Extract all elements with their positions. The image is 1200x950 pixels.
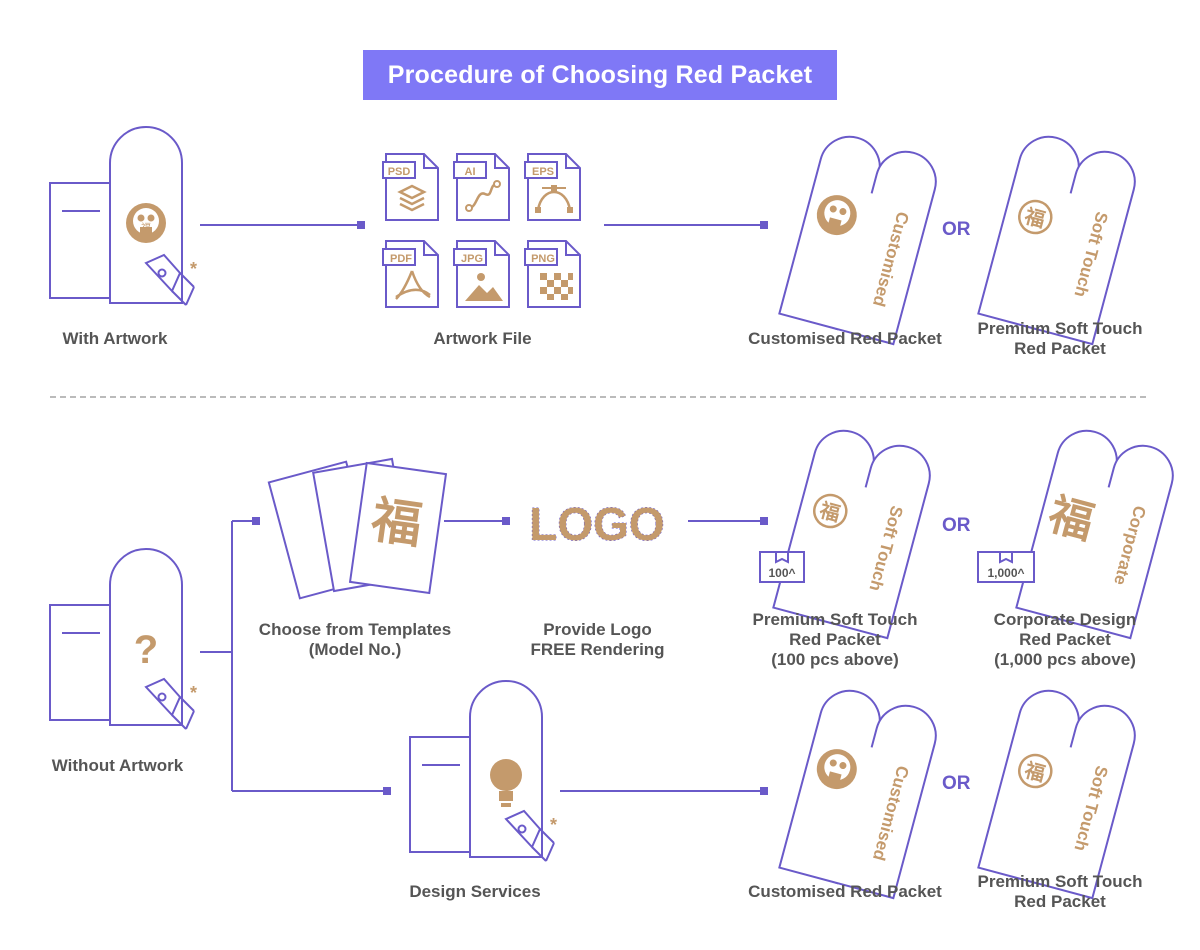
caption-premium-bottom-line2: Red Packet <box>1014 892 1106 911</box>
caption-customised-top: Customised Red Packet <box>748 329 942 348</box>
caption-corporate-line1: Corporate Design <box>993 610 1137 629</box>
psd-file-icon: PSD <box>382 153 439 221</box>
template-fu-calligraphy: 福 <box>367 491 425 554</box>
soft-touch-packet-bottom: 福 Soft Touch <box>977 683 1143 900</box>
file-grid: PSD AI EPS PDF <box>382 153 581 308</box>
corporate-packet: 福 Corporate <box>1015 423 1181 640</box>
template-cards: 福 <box>267 457 448 600</box>
caption-customised-bottom: Customised Red Packet <box>748 882 942 901</box>
caption-premium-mid-line1: Premium Soft Touch <box>752 610 918 629</box>
or-label-mid: OR <box>942 515 971 536</box>
without-artwork-envelope: ? <box>49 548 199 730</box>
daruma-fu: 福 <box>141 221 151 234</box>
with-artwork-envelope: 福 <box>49 126 199 306</box>
caption-templates: Choose from Templates (Model No.) <box>245 620 465 660</box>
soft-touch-packet-mid: 福 Soft Touch <box>772 423 938 640</box>
caption-premium-top-line1: Premium Soft Touch <box>977 319 1143 338</box>
file-type-psd: PSD <box>388 166 411 178</box>
caption-with-artwork: With Artwork <box>62 329 168 348</box>
caption-premium-mid-line2: Red Packet <box>789 630 881 649</box>
caption-design-services: Design Services <box>409 882 541 901</box>
customised-packet-top: Customised <box>778 129 944 346</box>
arrow-bottom-3 <box>560 787 768 795</box>
file-type-jpg: JPG <box>461 253 483 265</box>
file-type-png: PNG <box>531 253 555 265</box>
arrow-bottom-1 <box>444 517 510 525</box>
badge-1000-text: 1,000^ <box>987 566 1024 580</box>
caption-corporate-line2: Red Packet <box>1019 630 1111 649</box>
branch-connectors <box>200 520 385 792</box>
png-file-icon: PNG <box>524 240 581 308</box>
file-type-eps: EPS <box>532 166 554 178</box>
caption-templates-line1: Choose from Templates <box>258 620 452 639</box>
arrow-top-1 <box>200 221 365 229</box>
or-label-bottom: OR <box>942 773 971 794</box>
caption-premium-bottom: Premium Soft Touch Red Packet <box>965 872 1155 912</box>
caption-premium-mid: Premium Soft Touch Red Packet (100 pcs a… <box>740 610 930 670</box>
box-badge-1000: 1,000^ <box>977 551 1035 583</box>
caption-artwork-file: Artwork File <box>433 329 532 348</box>
soft-touch-packet-top: 福 Soft Touch <box>977 129 1143 346</box>
eps-file-icon: EPS <box>524 153 581 221</box>
caption-premium-top-line2: Red Packet <box>1014 339 1106 358</box>
file-type-ai: AI <box>465 166 476 178</box>
pdf-file-icon: PDF <box>382 240 439 308</box>
caption-corporate-line3: (1,000 pcs above) <box>994 650 1136 669</box>
caption-logo: Provide Logo FREE Rendering <box>510 620 685 660</box>
jpg-file-icon: JPG <box>453 240 510 308</box>
diagram-title: Procedure of Choosing Red Packet <box>363 50 837 100</box>
file-type-pdf: PDF <box>390 253 412 265</box>
ai-file-icon: AI <box>453 153 510 221</box>
caption-without-artwork: Without Artwork <box>51 756 184 775</box>
arrow-bottom-2 <box>688 517 768 525</box>
caption-premium-bottom-line1: Premium Soft Touch <box>977 872 1143 891</box>
caption-corporate: Corporate Design Red Packet (1,000 pcs a… <box>975 610 1155 670</box>
or-label-top: OR <box>942 219 971 240</box>
question-mark-icon: ? <box>134 628 158 672</box>
section-divider <box>50 396 1146 398</box>
caption-premium-mid-line3: (100 pcs above) <box>771 650 899 669</box>
caption-logo-line1: Provide Logo <box>543 620 652 639</box>
arrow-top-2 <box>604 221 768 229</box>
customised-packet-bottom: Customised <box>778 683 944 900</box>
caption-logo-line2: FREE Rendering <box>530 640 665 659</box>
design-services-envelope <box>409 680 559 862</box>
caption-premium-top: Premium Soft Touch Red Packet <box>965 319 1155 359</box>
badge-100-text: 100^ <box>768 566 795 580</box>
box-badge-100: 100^ <box>759 551 805 583</box>
logo-wordmark: LOGO <box>529 498 664 550</box>
caption-templates-line2: (Model No.) <box>308 640 402 659</box>
